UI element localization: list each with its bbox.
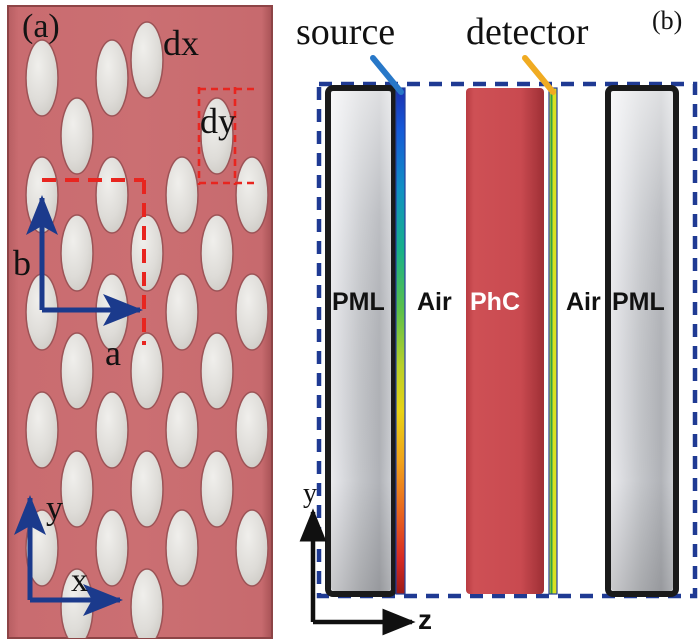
air-hole (165, 156, 199, 234)
panel-b (299, 55, 698, 636)
air-hole (60, 214, 94, 292)
source-field-strip (396, 88, 405, 594)
air-hole (60, 450, 94, 528)
air-hole (200, 97, 234, 175)
detector-leader-stroke (522, 55, 556, 95)
region-phc (466, 88, 544, 594)
region-label-pml-right: PML (612, 288, 665, 316)
air-hole (60, 97, 94, 175)
region-pml-right (605, 85, 679, 597)
air-hole (130, 21, 164, 99)
detector-field-strip (549, 88, 557, 594)
air-hole (95, 509, 129, 587)
air-hole (130, 568, 164, 638)
panel-a-axis-x-label: x (71, 562, 88, 599)
air-hole (235, 509, 269, 587)
air-hole (95, 391, 129, 469)
region-label-phc: PhC (470, 288, 520, 316)
panel-b-tag: (b) (652, 6, 683, 35)
pml-left-sheen (331, 91, 391, 591)
detector-label: detector (466, 11, 589, 53)
air-hole (165, 509, 199, 587)
panel-b-axis-z-label: z (418, 604, 432, 635)
air-hole (235, 156, 269, 234)
phc-block (466, 88, 544, 594)
detector-line (548, 87, 558, 595)
region-pml-left (325, 85, 397, 597)
detector-leader-line (522, 55, 556, 95)
panel-b-axis-y-label: y (303, 478, 317, 509)
unit-cell-rectangle (42, 178, 146, 345)
air-hole (130, 450, 164, 528)
dy-label: dy (200, 101, 236, 141)
air-hole (200, 332, 234, 410)
air-hole (165, 391, 199, 469)
source-leader-line (370, 55, 404, 95)
source-leader-stroke (370, 55, 404, 95)
region-label-air-right: Air (566, 288, 601, 316)
lattice-constant-a-label: a (105, 333, 121, 373)
air-hole (200, 450, 234, 528)
air-hole (235, 391, 269, 469)
panel-b-axes (299, 508, 416, 636)
air-hole (200, 214, 234, 292)
lattice-constant-b-label: b (13, 243, 31, 283)
air-hole (25, 391, 59, 469)
pml-right-sheen (611, 91, 673, 591)
simulation-domain-boundary (316, 81, 698, 599)
air-hole (130, 332, 164, 410)
air-hole (130, 214, 164, 292)
panel-a-tag: (a) (22, 8, 60, 45)
dx-label: dx (163, 23, 199, 63)
panel-a-axis-y-label: y (46, 490, 63, 527)
source-label: source (296, 11, 396, 53)
region-label-air-left: Air (417, 288, 452, 316)
dx-dy-dimension-marks (197, 87, 258, 185)
region-label-pml-left: PML (332, 288, 385, 316)
air-hole (25, 39, 59, 117)
panel-a-axes (13, 495, 123, 616)
air-hole (95, 156, 129, 234)
air-hole (60, 332, 94, 410)
air-hole (235, 273, 269, 351)
source-line (395, 87, 406, 595)
air-hole (165, 273, 199, 351)
lattice-vectors (25, 195, 143, 326)
air-hole (95, 39, 129, 117)
panel-a (7, 5, 273, 639)
